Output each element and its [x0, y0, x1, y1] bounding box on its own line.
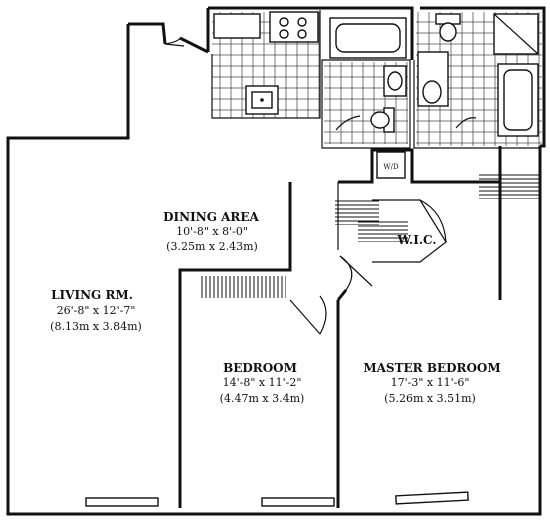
sink-1-icon [383, 65, 407, 97]
dining-area-imperial: 10'-8" x 8'-0" [176, 225, 248, 238]
wic-label: W.I.C. [396, 233, 436, 247]
windows [85, 491, 469, 507]
dining-area-metric: (3.25m x 2.43m) [166, 240, 258, 253]
master-bedroom-imperial: 17'-3" x 11'-6" [391, 376, 470, 389]
wd-label: W/D [383, 163, 399, 171]
dining-area-name: DINING AREA [163, 210, 259, 224]
master-bedroom-metric: (5.26m x 3.51m) [384, 392, 476, 405]
master-closet [479, 173, 539, 199]
toilet-2-icon [435, 13, 461, 42]
master-door [339, 255, 373, 291]
toilet-1-icon [370, 107, 395, 133]
sink-2-icon [417, 51, 449, 107]
living-room-imperial: 26'-8" x 12'-7" [57, 304, 136, 317]
washer-dryer-box [376, 151, 406, 179]
entry-door [164, 37, 185, 47]
bathtub-1-icon [329, 17, 407, 59]
living-room-name: LIVING RM. [51, 288, 133, 302]
master-bedroom-name: MASTER BEDROOM [363, 361, 500, 375]
bedroom-door [289, 295, 327, 335]
bedroom-metric: (4.47m x 3.4m) [220, 392, 305, 405]
bedroom-imperial: 14'-8" x 11'-2" [223, 376, 302, 389]
wic-shelving [335, 199, 408, 242]
kitchen-counter [213, 11, 319, 43]
kitchen-sink-icon [245, 85, 279, 115]
bedroom-closet [200, 276, 286, 298]
bath-door [335, 115, 477, 131]
bathtub-2-icon [497, 63, 539, 137]
wic-door [419, 199, 447, 243]
bedroom-name: BEDROOM [223, 361, 297, 375]
shower-icon [493, 13, 539, 55]
exterior-walls [6, 6, 546, 516]
living-room-metric: (8.13m x 3.84m) [50, 320, 142, 333]
